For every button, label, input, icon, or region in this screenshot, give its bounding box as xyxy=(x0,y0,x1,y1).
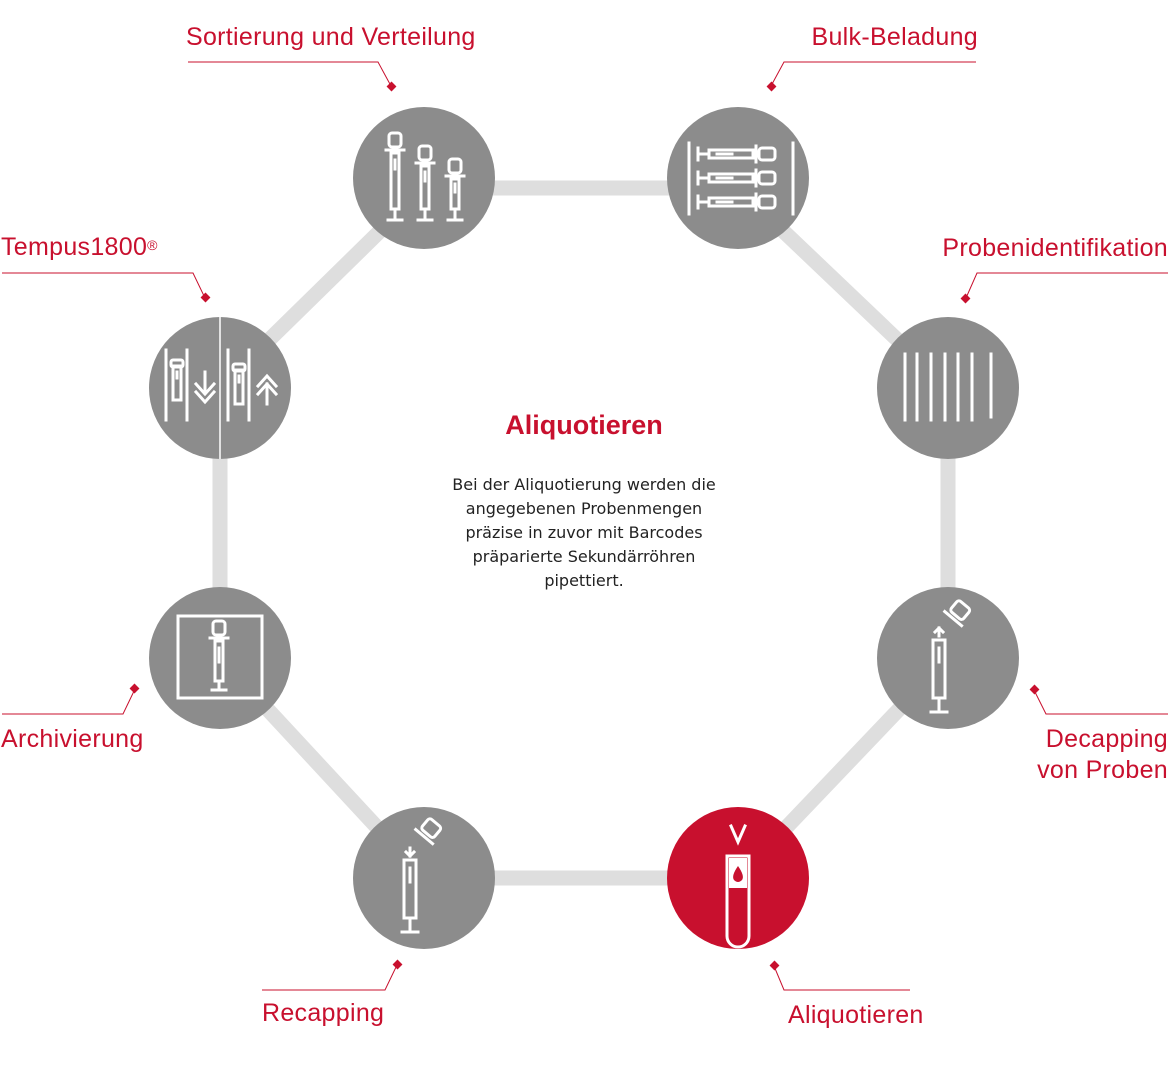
node-archivierung[interactable] xyxy=(149,587,291,729)
node-decapping[interactable] xyxy=(877,587,1019,729)
node-probenidentifikation[interactable] xyxy=(877,317,1019,459)
registered-mark: ® xyxy=(147,237,158,253)
leader-sortierung xyxy=(188,61,392,87)
leader-aliquotieren xyxy=(773,965,910,991)
description-line: präzise in zuvor mit Barcodes xyxy=(465,523,703,542)
tube-transport-icon xyxy=(164,348,279,422)
label-tempus-text: Tempus1800 xyxy=(1,233,148,261)
label-decapping[interactable]: Decapping von Proben xyxy=(1037,724,1168,786)
node-recapping[interactable] xyxy=(353,807,495,949)
label-sortierung[interactable]: Sortierung und Verteilung xyxy=(186,23,476,51)
node-bulk[interactable] xyxy=(667,107,809,249)
label-aliquotieren[interactable]: Aliquotieren xyxy=(788,1001,924,1029)
three-tubes-icon xyxy=(384,131,466,222)
description-line: präparierte Sekundärröhren xyxy=(472,547,696,566)
description-line: Bei der Aliquotierung werden die xyxy=(452,475,716,494)
node-aliquotieren[interactable] xyxy=(667,807,809,949)
barcode-icon xyxy=(903,352,993,422)
leader-recapping xyxy=(262,964,398,991)
label-bulk[interactable]: Bulk-Beladung xyxy=(811,23,978,51)
node-tempus[interactable] xyxy=(149,317,291,459)
node-sortierung[interactable] xyxy=(353,107,495,249)
decapping-tube-icon xyxy=(929,599,972,714)
leader-archivierung xyxy=(2,688,136,715)
leader-decapping xyxy=(1033,689,1168,715)
label-probenidentifikation[interactable]: Probenidentifikation xyxy=(942,234,1168,262)
leader-probenidentifikation xyxy=(965,272,1168,299)
leader-lines xyxy=(2,61,1168,991)
archive-tube-icon xyxy=(176,614,264,700)
description-line: pipettiert. xyxy=(544,571,624,590)
center-description: Bei der Aliquotierung werden die angegeb… xyxy=(424,473,744,593)
tube-rack-icon xyxy=(687,141,795,216)
label-decapping-line2: von Proben xyxy=(1037,756,1168,784)
pipette-drop-icon xyxy=(725,824,751,949)
leader-tempus xyxy=(2,272,206,299)
recapping-tube-icon xyxy=(400,817,443,934)
center-title: Aliquotieren xyxy=(505,410,663,440)
label-archivierung[interactable]: Archivierung xyxy=(1,725,144,753)
description-line: angegebenen Probenmengen xyxy=(465,499,703,518)
label-recapping[interactable]: Recapping xyxy=(262,999,385,1027)
label-tempus[interactable]: Tempus1800® xyxy=(1,232,158,263)
leader-bulk xyxy=(770,61,976,87)
label-decapping-line1: Decapping xyxy=(1045,725,1168,753)
